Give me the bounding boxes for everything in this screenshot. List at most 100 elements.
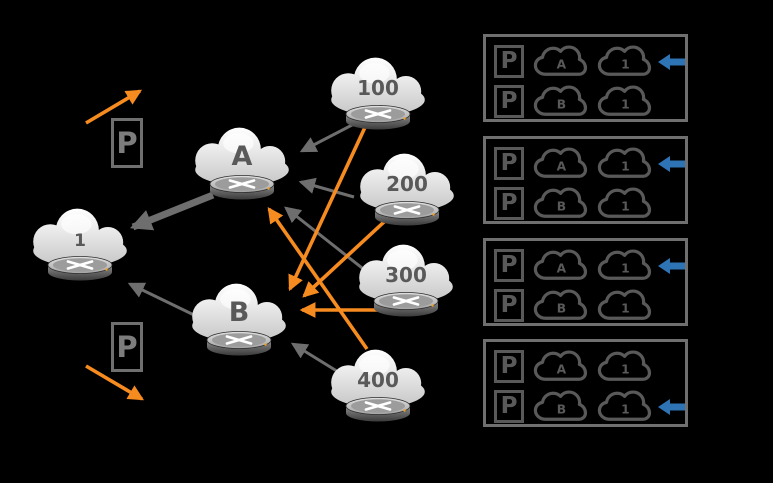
dest-cloud-icon: 1 [597, 186, 652, 218]
router-icon [372, 291, 440, 318]
p-badge-label: P [500, 150, 518, 176]
route-box-net100: P A 1 P B 1 [483, 34, 688, 122]
p-badge-label: P [500, 48, 518, 74]
router-icon [46, 255, 114, 282]
orange-arrow-p-bottom [85, 364, 145, 401]
p-badge-label: P [500, 190, 518, 216]
node-label: B [228, 297, 250, 328]
link-router-a-to-site1-thick [129, 191, 215, 231]
via-label: A [557, 261, 567, 275]
dest-label: 1 [621, 402, 630, 416]
p-badge: P [494, 390, 524, 423]
router-icon [208, 174, 276, 201]
via-cloud-icon: A [533, 248, 588, 280]
router-icon [373, 200, 441, 227]
route-entry: P B 1 [494, 84, 685, 118]
orange-arrow-p-top [85, 89, 143, 125]
dest-cloud-icon: 1 [597, 248, 652, 280]
p-marker-label: P [116, 125, 138, 160]
link-net100-to-router-a [299, 122, 355, 153]
p-marker-bottom: P [111, 322, 143, 372]
p-badge: P [494, 45, 524, 78]
dest-cloud-icon: 1 [597, 288, 652, 320]
p-badge-label: P [500, 353, 518, 379]
p-badge: P [494, 289, 524, 322]
via-cloud-icon: B [533, 84, 588, 116]
dest-label: 1 [621, 362, 630, 376]
router-icon [344, 104, 412, 131]
route-box-net400: P A 1 P B 1 [483, 339, 688, 427]
via-cloud-icon: B [533, 186, 588, 218]
cloud-node-router-a: A [188, 124, 296, 206]
preferred-route-arrow-icon [658, 53, 685, 70]
p-badge: P [494, 147, 524, 180]
dest-cloud-icon: 1 [597, 44, 652, 76]
route-entry: P A 1 [494, 349, 685, 383]
p-badge: P [494, 187, 524, 220]
p-marker-label: P [116, 329, 138, 364]
route-entry: P A 1 [494, 146, 685, 180]
dest-label: 1 [621, 301, 630, 315]
node-label: 100 [357, 76, 399, 100]
node-label: 400 [357, 368, 399, 392]
cloud-node-net100: 100 [324, 54, 432, 136]
via-cloud-icon: A [533, 349, 588, 381]
router-icon [205, 330, 273, 357]
p-badge-label: P [500, 252, 518, 278]
link-net200-to-router-a [298, 177, 355, 199]
via-cloud-icon: A [533, 146, 588, 178]
preferred-route-arrow-icon [658, 155, 685, 172]
via-label: A [557, 159, 567, 173]
cloud-node-router-b: B [185, 280, 293, 362]
p-badge: P [494, 85, 524, 118]
node-label: 300 [385, 263, 427, 287]
dest-label: 1 [621, 159, 630, 173]
dest-label: 1 [621, 97, 630, 111]
route-entry: P A 1 [494, 248, 685, 282]
p-badge-label: P [500, 292, 518, 318]
via-label: B [557, 301, 566, 315]
router-icon [344, 396, 412, 423]
p-badge-label: P [500, 393, 518, 419]
route-entry: P B 1 [494, 186, 685, 220]
link-net300-to-router-a [284, 206, 372, 277]
node-label: A [231, 141, 253, 172]
via-cloud-icon: A [533, 44, 588, 76]
cloud-node-site1: 1 [26, 205, 134, 287]
cloud-node-net300: 300 [352, 241, 460, 323]
via-label: A [557, 57, 567, 71]
p-badge-label: P [500, 88, 518, 114]
route-entry: P B 1 [494, 389, 685, 423]
orange-path-net100-to-router-b [288, 122, 369, 292]
dest-cloud-icon: 1 [597, 389, 652, 421]
node-label: 200 [386, 172, 428, 196]
link-net400-to-router-b [290, 342, 341, 375]
route-box-net300: P A 1 P B 1 [483, 238, 688, 326]
dest-cloud-icon: 1 [597, 84, 652, 116]
preferred-route-arrow-icon [658, 398, 685, 415]
dest-cloud-icon: 1 [597, 349, 652, 381]
orange-path-net200-to-router-b [302, 219, 387, 298]
node-label: 1 [74, 231, 86, 251]
via-label: B [557, 402, 566, 416]
dest-cloud-icon: 1 [597, 146, 652, 178]
via-label: B [557, 97, 566, 111]
dest-label: 1 [621, 261, 630, 275]
route-entry: P A 1 [494, 44, 685, 78]
link-router-b-to-site1 [127, 282, 195, 317]
p-badge: P [494, 350, 524, 383]
orange-path-net400-to-router-a [267, 207, 369, 351]
p-badge: P [494, 249, 524, 282]
via-label: B [557, 199, 566, 213]
via-cloud-icon: B [533, 389, 588, 421]
via-label: A [557, 362, 567, 376]
route-entry: P B 1 [494, 288, 685, 322]
route-box-net200: P A 1 P B 1 [483, 136, 688, 224]
cloud-node-net400: 400 [324, 346, 432, 428]
cloud-node-net200: 200 [353, 150, 461, 232]
via-cloud-icon: B [533, 288, 588, 320]
p-marker-top: P [111, 118, 143, 168]
dest-label: 1 [621, 57, 630, 71]
